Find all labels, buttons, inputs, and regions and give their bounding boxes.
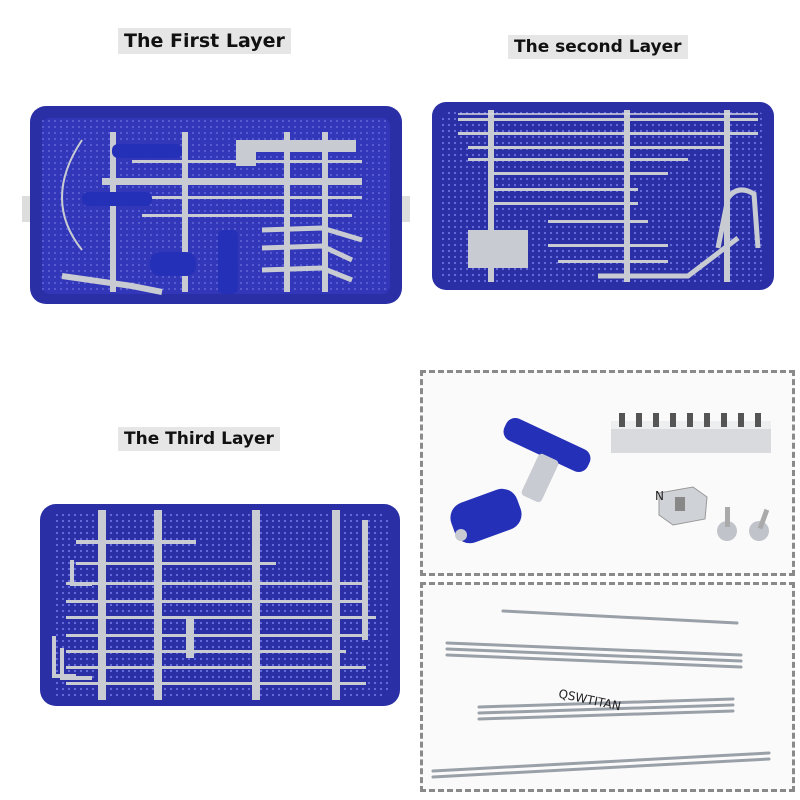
second-layer-tray-photo bbox=[432, 102, 774, 290]
drill-bits-photo bbox=[431, 609, 771, 779]
thumb-screws-photo bbox=[717, 507, 770, 541]
third-layer-tray-photo bbox=[40, 504, 400, 706]
t-handle-photo bbox=[450, 417, 591, 544]
label-third-layer: The Third Layer bbox=[118, 427, 280, 451]
socket-block-photo bbox=[611, 413, 771, 453]
n-marker: N bbox=[655, 489, 664, 503]
detail-box-bottom: QSWTITAN bbox=[420, 582, 795, 792]
label-second-layer: The second Layer bbox=[508, 35, 688, 59]
label-first-layer: The First Layer bbox=[118, 28, 291, 54]
n-block-photo bbox=[658, 486, 708, 526]
detail-box-top: N bbox=[420, 370, 795, 576]
first-layer-tray-photo bbox=[22, 106, 410, 304]
